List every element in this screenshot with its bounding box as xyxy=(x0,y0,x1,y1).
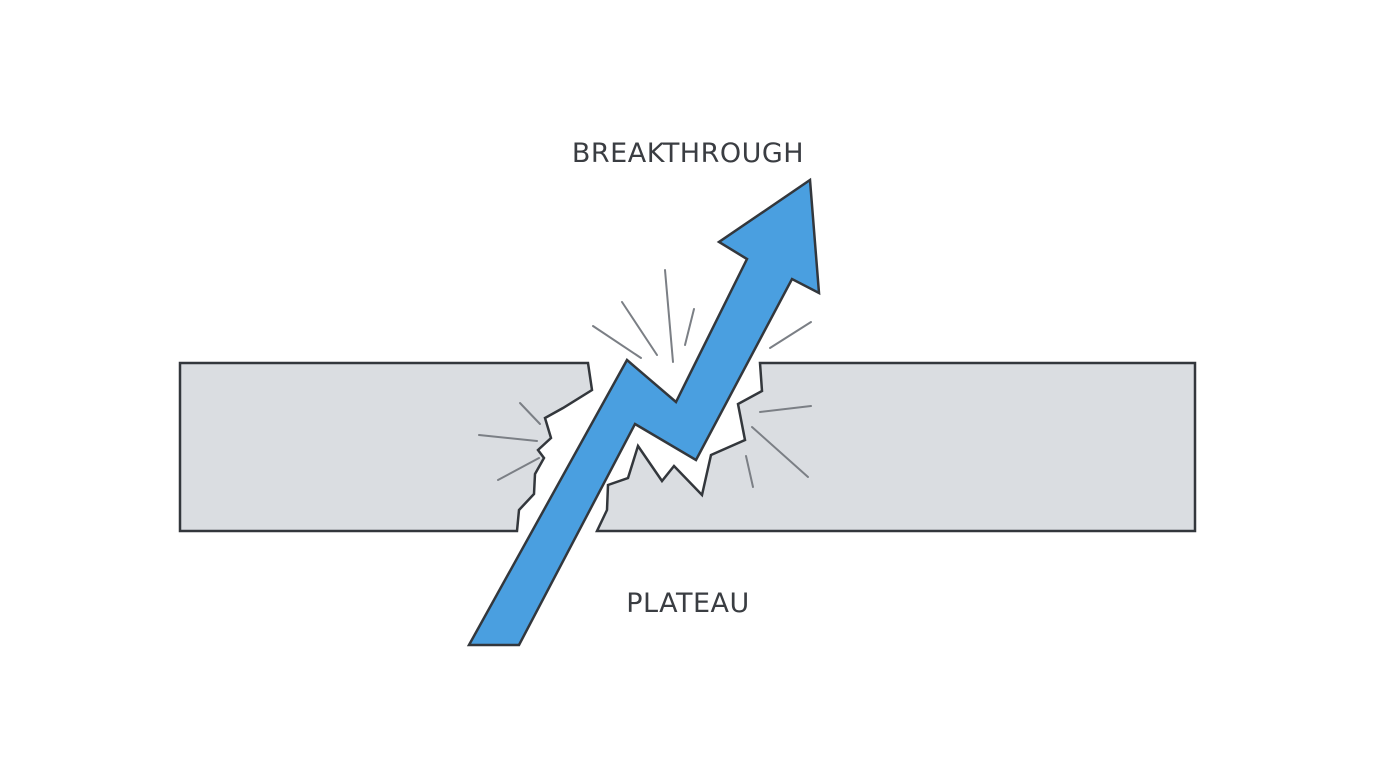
burst-line xyxy=(751,426,809,478)
burst-line xyxy=(478,434,538,442)
breakthrough-label: BREAKTHROUGH xyxy=(572,138,804,169)
plateau-label: PLATEAU xyxy=(626,588,750,619)
burst-line xyxy=(769,321,812,349)
burst-line xyxy=(497,457,540,481)
plateau-right-segment xyxy=(595,361,1197,533)
burst-line xyxy=(745,455,754,488)
burst-line xyxy=(519,402,541,425)
impact-burst-lines xyxy=(478,269,812,488)
plateau-left-segment xyxy=(178,361,594,533)
burst-line xyxy=(621,301,658,356)
burst-line xyxy=(592,325,642,359)
breakthrough-arrow xyxy=(466,177,821,647)
burst-line xyxy=(759,405,812,413)
burst-line xyxy=(684,308,695,346)
burst-line xyxy=(664,269,674,363)
